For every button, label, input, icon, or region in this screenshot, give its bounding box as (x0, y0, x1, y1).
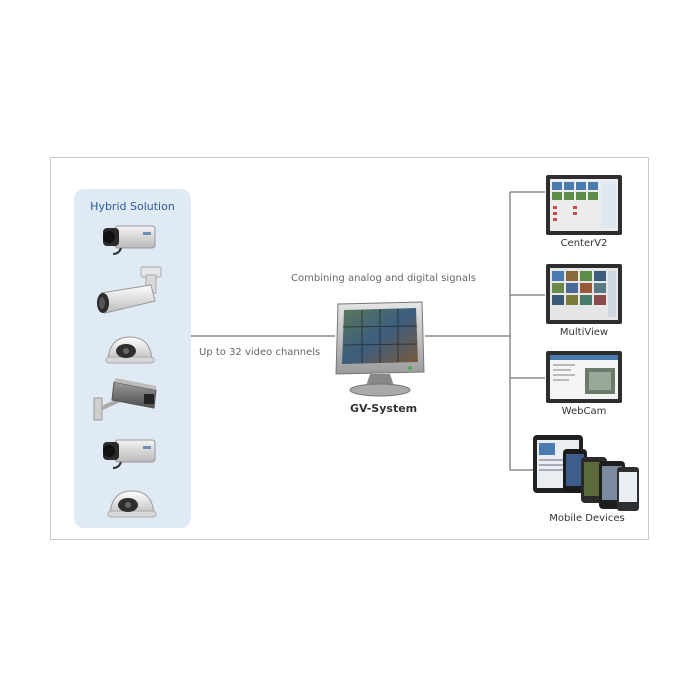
housing-camera-icon (93, 378, 157, 421)
mobile-devices-icon (533, 435, 639, 511)
output-label-webcam: WebCam (561, 406, 607, 417)
multiview-monitor-icon (546, 264, 622, 324)
box-camera-icon (103, 439, 156, 469)
gv-system-monitor-icon (335, 301, 425, 397)
combining-signals-label: Combining analog and digital signals (291, 273, 477, 284)
output-label-mobile-devices: Mobile Devices (549, 513, 625, 524)
webcam-monitor-icon (546, 351, 622, 403)
output-label-multiview: MultiView (559, 327, 609, 338)
box-camera-icon (103, 225, 156, 255)
video-channels-label: Up to 32 video channels (199, 347, 321, 358)
dome-camera-icon (107, 490, 157, 518)
bullet-camera-icon (97, 266, 162, 314)
centerv2-monitor-icon (546, 175, 622, 235)
gv-system-label: GV-System (350, 402, 418, 415)
dome-camera-icon (105, 336, 155, 364)
hybrid-solution-title: Hybrid Solution (90, 200, 175, 213)
output-label-centerv2: CenterV2 (560, 238, 608, 249)
